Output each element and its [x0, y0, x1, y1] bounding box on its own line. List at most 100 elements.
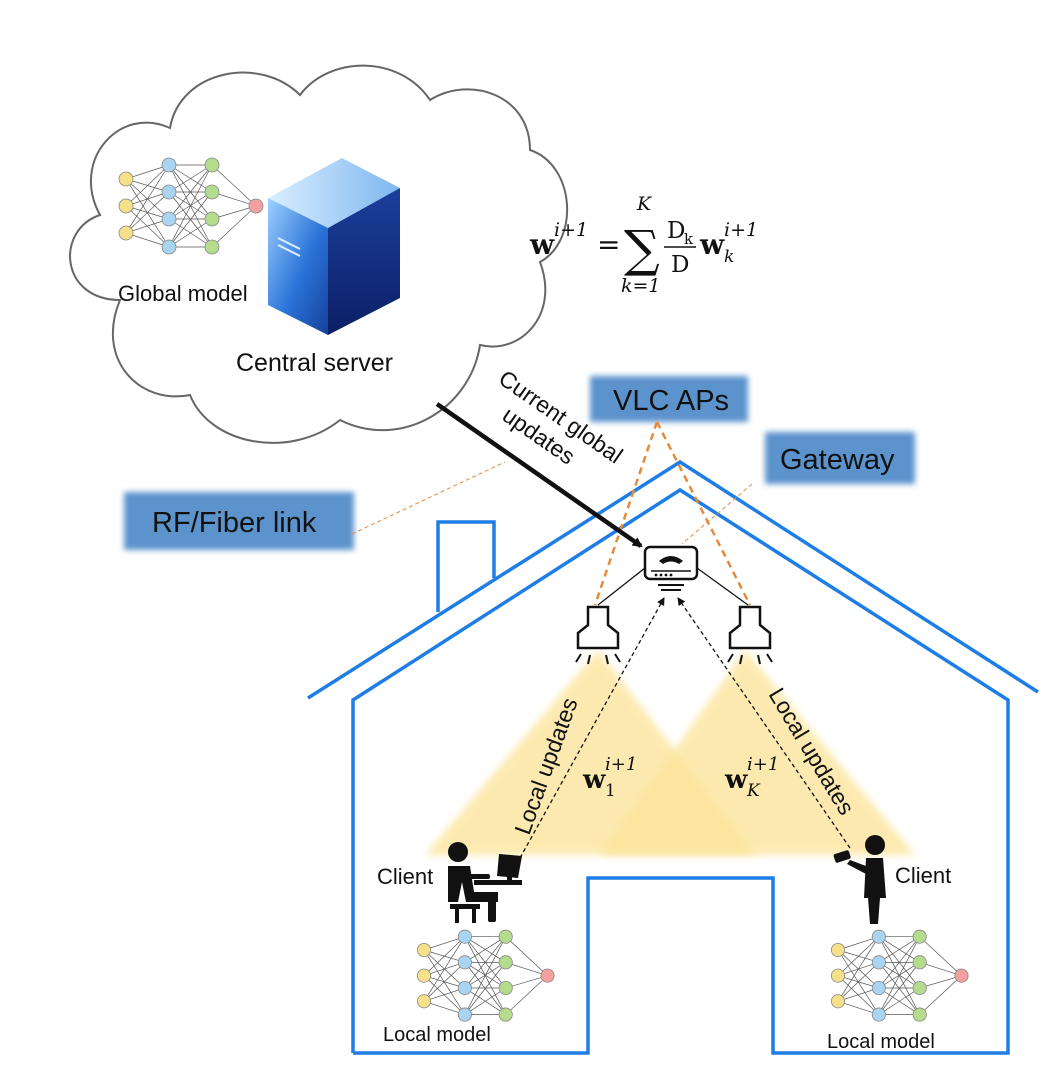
nn-connection	[878, 962, 920, 1015]
nn-connection	[211, 164, 257, 207]
eq-rhs-sub: k	[724, 247, 734, 267]
nn-connection	[168, 164, 213, 193]
nn-node	[912, 1007, 927, 1022]
nn-node	[498, 955, 513, 970]
nn-connection	[919, 962, 962, 976]
nn-node	[830, 968, 846, 983]
gateway-box: Gateway	[765, 432, 915, 484]
nn-node	[457, 980, 472, 996]
nn-node	[830, 942, 846, 958]
nn-connection	[878, 987, 920, 1015]
weight-w1: w i+1 1	[582, 754, 637, 801]
vlc-aps-box: VLC APs	[590, 376, 748, 422]
nn-node	[161, 157, 177, 173]
nn-node	[457, 1007, 472, 1022]
house-outline	[307, 459, 1039, 1055]
eq-frac-den: D	[671, 252, 689, 278]
nn-node	[540, 968, 555, 983]
nn-node	[871, 1007, 886, 1022]
nn-connection	[464, 962, 506, 1015]
client-desktop-icon	[448, 842, 522, 923]
nn-node	[871, 929, 886, 944]
nn-node	[912, 929, 927, 944]
weight-wK: w i+1 K	[724, 754, 779, 801]
nn-connection	[464, 936, 507, 1015]
local-model-label-right: Local model	[827, 1031, 935, 1053]
nn-node	[498, 980, 513, 996]
gateway-to-ap-lines	[597, 567, 749, 606]
eq-rhs-w: w	[699, 228, 725, 261]
nn-connection	[125, 164, 170, 234]
eq-equals: =	[597, 228, 620, 261]
nn-node	[416, 994, 432, 1009]
nn-connection	[837, 1000, 879, 1015]
nn-connection	[211, 191, 257, 207]
nn-connection	[464, 936, 506, 989]
svg-text:1: 1	[605, 781, 616, 801]
nn-node	[498, 929, 513, 944]
nn-connection	[837, 987, 879, 1002]
nn-connection	[837, 936, 879, 951]
rf-fiber-link-box: RF/Fiber link	[124, 492, 354, 550]
client-label-right: Client	[895, 863, 951, 888]
nn-node	[871, 980, 886, 996]
nn-node	[204, 184, 220, 200]
nn-connection	[125, 191, 170, 234]
nn-node	[416, 942, 432, 958]
nn-connection	[168, 218, 213, 248]
svg-text:w: w	[582, 765, 606, 795]
nn-connection	[919, 975, 962, 989]
eq-sum-lower: k=1	[621, 275, 661, 297]
vlc-ap-lamp-left	[575, 605, 621, 665]
nn-connection	[125, 164, 170, 180]
svg-text:Gateway: Gateway	[780, 444, 895, 476]
nn-connection	[168, 164, 213, 248]
eq-frac-num: D	[667, 218, 685, 244]
nn-node	[457, 929, 472, 944]
nn-node	[118, 198, 134, 214]
nn-connection	[423, 936, 466, 976]
svg-text:i+1: i+1	[605, 754, 637, 775]
vlc-ap-dashed-links	[593, 421, 752, 606]
nn-node	[416, 968, 432, 983]
global-model-network	[118, 157, 264, 255]
nn-connection	[505, 936, 548, 976]
nn-connection	[464, 987, 506, 1015]
aggregation-equation: w i+1 = K ∑ k=1 D k D w i+1 k	[529, 193, 758, 297]
nn-connection	[168, 164, 213, 220]
eq-sum-upper: K	[636, 193, 653, 215]
eq-lhs-w: w	[529, 228, 555, 261]
client-mobile-icon	[833, 835, 886, 924]
nn-connection	[837, 936, 880, 1002]
nn-connection	[125, 218, 170, 234]
nn-node	[161, 239, 177, 255]
eq-frac-num-sub: k	[684, 230, 694, 248]
nn-connection	[423, 936, 465, 951]
svg-text:w: w	[724, 765, 748, 795]
nn-connection	[919, 975, 962, 1015]
svg-text:K: K	[746, 781, 761, 801]
nn-node	[204, 239, 220, 255]
light-cone-right	[600, 650, 915, 855]
nn-connection	[423, 987, 465, 1002]
nn-connection	[919, 936, 962, 976]
nn-connection	[211, 205, 257, 220]
svg-text:RF/Fiber link: RF/Fiber link	[152, 507, 317, 539]
nn-node	[457, 955, 472, 970]
local-model-network-left	[416, 929, 555, 1022]
local-model-network-right	[830, 929, 969, 1022]
nn-connection	[423, 975, 466, 1015]
nn-connection	[505, 975, 548, 1015]
nn-connection	[878, 936, 920, 963]
client-label-left: Client	[377, 864, 433, 889]
global-updates-arrow	[435, 402, 643, 548]
nn-connection	[837, 936, 880, 976]
nn-connection	[837, 975, 880, 1015]
eq-rhs-sup: i+1	[724, 219, 758, 241]
eq-lhs-sup: i+1	[554, 219, 588, 241]
nn-node	[118, 171, 134, 187]
nn-node	[954, 968, 969, 983]
nn-connection	[878, 936, 921, 1015]
nn-connection	[125, 164, 170, 207]
